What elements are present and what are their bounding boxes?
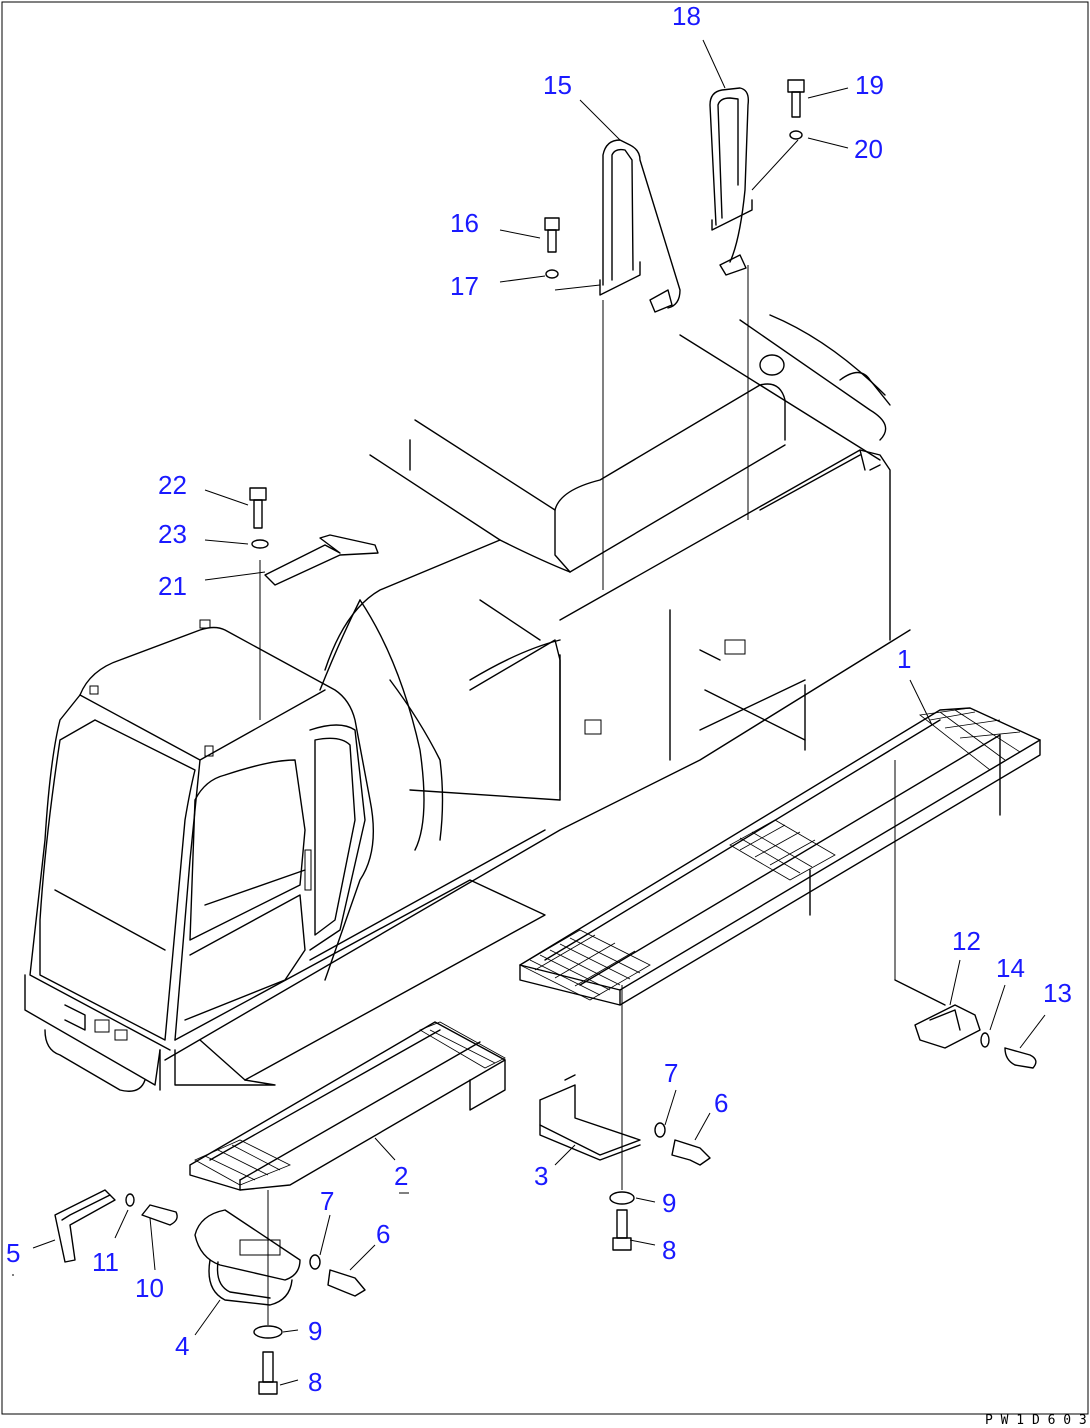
bolt-16-washer-17 <box>544 217 560 279</box>
callout-6-left: 6 <box>376 1219 390 1249</box>
callout-2: 2 <box>394 1161 408 1191</box>
operator-cab <box>24 619 374 1092</box>
callout-14: 14 <box>996 953 1025 983</box>
callout-23: 23 <box>158 519 187 549</box>
callout-8-left: 8 <box>308 1367 322 1397</box>
handrail-18 <box>709 87 753 276</box>
callout-1: 1 <box>897 644 911 674</box>
walkway-2 <box>189 1021 506 1191</box>
machine-body <box>159 314 911 1091</box>
callout-22: 22 <box>158 470 187 500</box>
walkway-1 <box>519 707 1041 1006</box>
callout-4: 4 <box>175 1331 189 1361</box>
callout-3: 3 <box>534 1161 548 1191</box>
callout-19: 19 <box>855 70 884 100</box>
handrail-15 <box>599 139 681 313</box>
callout-7-left: 7 <box>320 1186 334 1216</box>
callout-21: 21 <box>158 571 187 601</box>
callout-13: 13 <box>1043 978 1072 1008</box>
leader-lines <box>12 39 1046 1386</box>
bracket-3 <box>539 1074 641 1161</box>
callout-9-left: 9 <box>308 1316 322 1346</box>
bolt-8-washer-9-left <box>253 1325 283 1395</box>
callout-18: 18 <box>672 1 701 31</box>
callout-9-right: 9 <box>662 1188 676 1218</box>
bolt-19-washer-20 <box>787 79 805 140</box>
bolt-6-washer-7-right <box>654 1122 711 1166</box>
callout-10: 10 <box>135 1273 164 1303</box>
bracket-12 <box>894 979 1037 1069</box>
callout-6-right: 6 <box>714 1088 728 1118</box>
callout-5: 5 <box>6 1238 20 1268</box>
assembly-lines <box>259 139 896 1325</box>
callout-8-right: 8 <box>662 1235 676 1265</box>
callout-17: 17 <box>450 271 479 301</box>
bar-21 <box>264 534 379 586</box>
bolt-8-washer-9-right <box>609 1191 635 1251</box>
callout-7-right: 7 <box>664 1058 678 1088</box>
callouts: 1 2 3 4 5 6 6 7 7 8 8 9 9 10 11 12 13 14… <box>6 1 1072 1397</box>
guard-5 <box>54 1189 116 1263</box>
drawing-code: P W 1 D 6 0 3 <box>985 1413 1087 1428</box>
callout-20: 20 <box>854 134 883 164</box>
bolt-6-washer-7-left <box>309 1254 366 1297</box>
callout-12: 12 <box>952 926 981 956</box>
bolt-22-washer-23 <box>249 487 269 549</box>
callout-15: 15 <box>543 70 572 100</box>
callout-11: 11 <box>92 1247 119 1277</box>
pin-10-11 <box>125 1193 178 1226</box>
step-4 <box>194 1209 301 1306</box>
callout-16: 16 <box>450 208 479 238</box>
